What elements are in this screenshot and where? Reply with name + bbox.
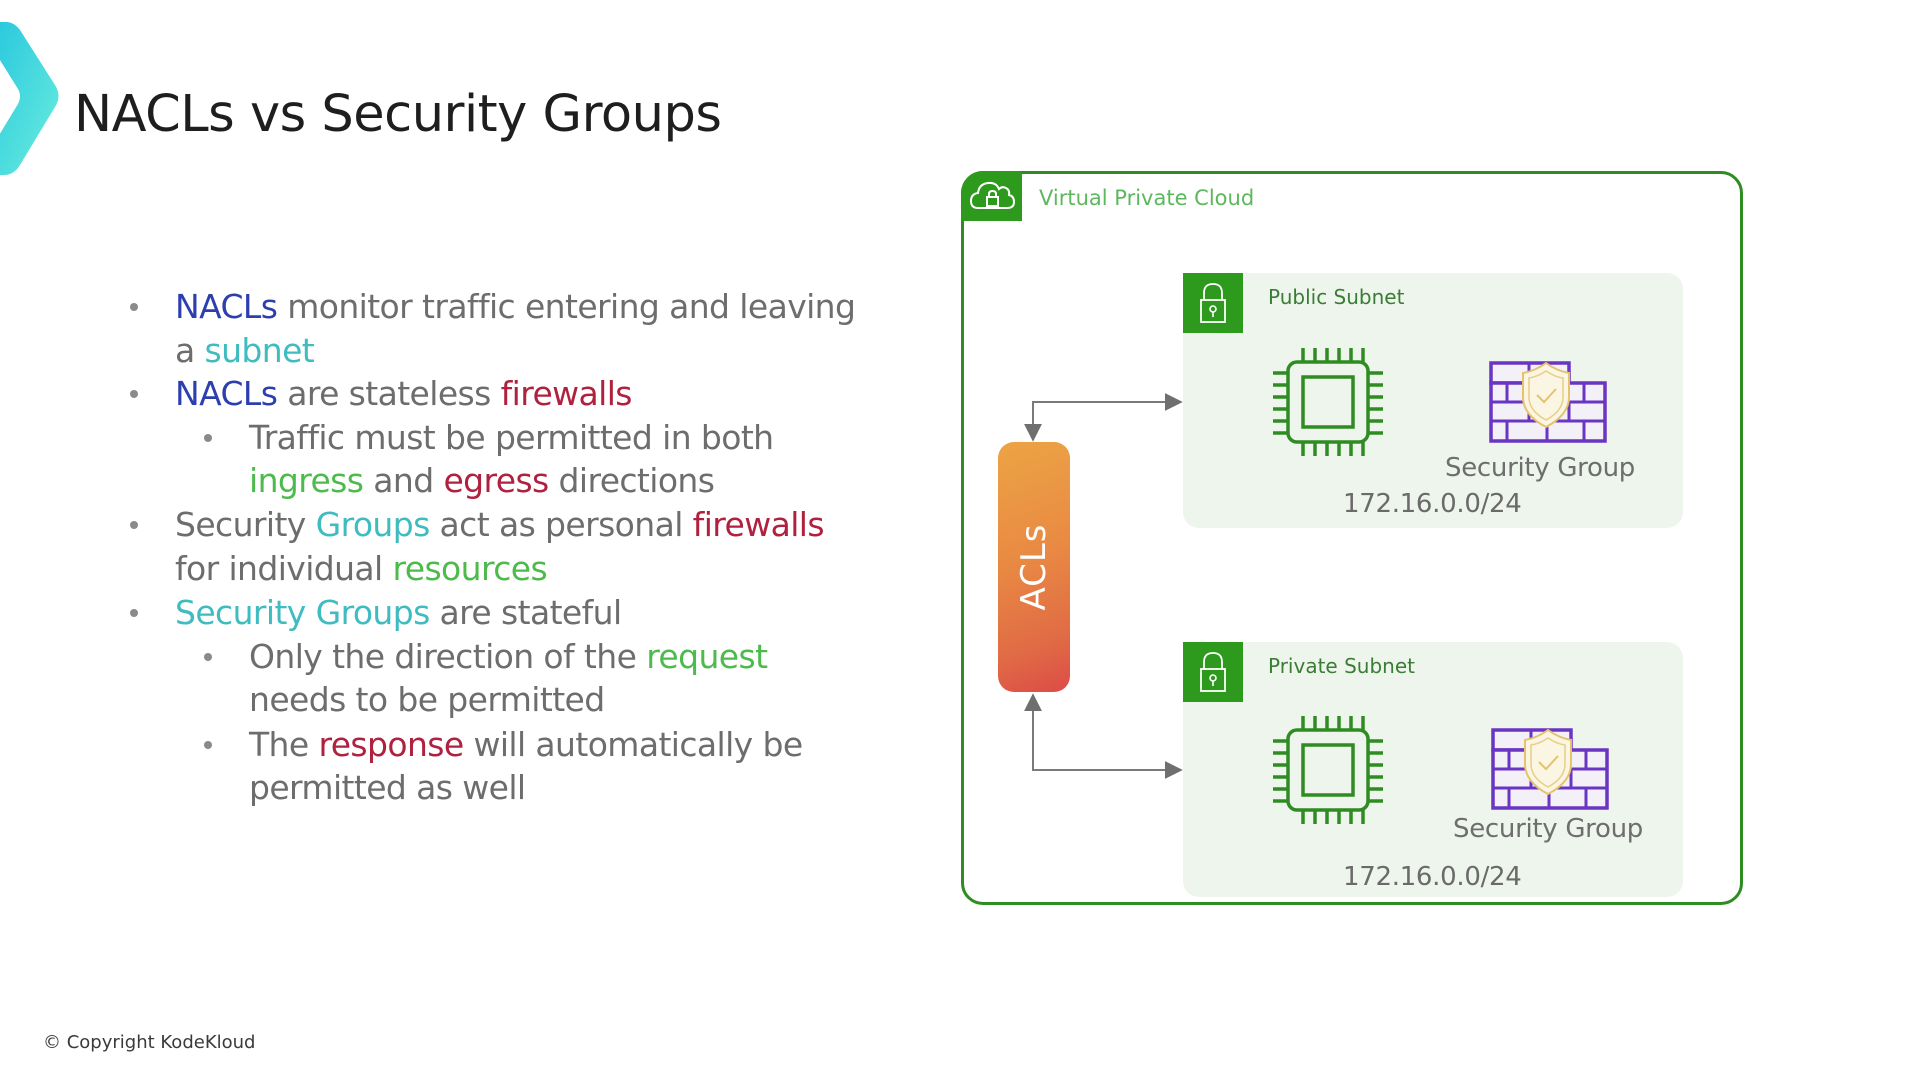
private-subnet-label: Private Subnet — [1268, 654, 1415, 678]
security-group-label: Security Group — [1445, 453, 1635, 483]
public-subnet: Public Subnet — [1183, 273, 1683, 528]
text-run-gray: monitor traffic entering and leaving — [277, 287, 856, 326]
text-run-gray: and — [363, 461, 444, 500]
subnet-cidr: 172.16.0.0/24 — [1343, 489, 1522, 519]
bullet-1-line-2: a subnet — [175, 329, 315, 373]
sub-bullet-dot — [204, 653, 212, 661]
text-run-gray: are stateless — [277, 374, 501, 413]
bullet-4-line-1: Security Groups are stateful — [175, 591, 622, 635]
firewall-shield-icon — [1491, 728, 1609, 810]
text-run-gray: Traffic must be permitted in both — [249, 418, 774, 457]
sub-bullet-2-1-line-2: ingress and egress directions — [249, 459, 715, 503]
text-run-blue: NACLs — [175, 287, 278, 326]
private-subnet: Private Subnet Securit — [1183, 642, 1683, 897]
text-run-teal: Security Groups — [175, 593, 430, 632]
text-run-red: firewalls — [692, 505, 825, 544]
sub-bullet-dot — [204, 741, 212, 749]
text-run-gray: directions — [548, 461, 715, 500]
sub-bullet-4-1-line-1: Only the direction of the request — [249, 635, 768, 679]
bullet-3-line-1: Security Groups act as personal firewall… — [175, 503, 825, 547]
text-run-gray: permitted as well — [249, 768, 526, 807]
text-run-gray: The — [249, 725, 319, 764]
sub-bullet-4-2-line-2: permitted as well — [249, 766, 526, 810]
subnet-cidr: 172.16.0.0/24 — [1343, 862, 1522, 892]
text-run-gray: are stateful — [429, 593, 623, 632]
vpc-label: Virtual Private Cloud — [1039, 186, 1255, 210]
text-run-teal: subnet — [204, 331, 315, 370]
bullet-dot — [130, 521, 138, 529]
acl-label: ACLs — [1014, 523, 1054, 611]
copyright-footer: © Copyright KodeKloud — [43, 1032, 256, 1053]
padlock-icon — [1183, 642, 1243, 702]
vpc-container: Virtual Private Cloud — [961, 171, 1743, 905]
slide-title: NACLs vs Security Groups — [74, 85, 722, 144]
text-run-blue: NACLs — [175, 374, 278, 413]
bullet-2-line-1: NACLs are stateless firewalls — [175, 372, 632, 416]
text-run-green: request — [646, 637, 768, 676]
text-run-red: egress — [443, 461, 549, 500]
bullet-1-line-1: NACLs monitor traffic entering and leavi… — [175, 285, 856, 329]
acl-box: ACLs — [998, 442, 1070, 692]
ec2-chip-icon — [1273, 348, 1383, 456]
text-run-teal: Groups — [315, 505, 431, 544]
bullet-dot — [130, 390, 138, 398]
sub-bullet-4-1-line-2: needs to be permitted — [249, 678, 605, 722]
text-run-green: resources — [392, 549, 548, 588]
sub-bullet-2-1-line-1: Traffic must be permitted in both — [249, 416, 774, 460]
cloud-lock-icon — [961, 171, 1022, 221]
sub-bullet-4-2-line-1: The response will automatically be — [249, 723, 803, 767]
security-group-label: Security Group — [1453, 814, 1643, 844]
sub-bullet-dot — [204, 434, 212, 442]
ec2-chip-icon — [1273, 716, 1383, 824]
bullet-dot — [130, 609, 138, 617]
text-run-gray: Security — [175, 505, 316, 544]
firewall-shield-icon — [1489, 361, 1607, 443]
text-run-gray: a — [175, 331, 205, 370]
text-run-gray: act as personal — [429, 505, 693, 544]
text-run-gray: needs to be permitted — [249, 680, 605, 719]
text-run-gray: will automatically be — [463, 725, 803, 764]
padlock-icon — [1183, 273, 1243, 333]
bullet-3-line-2: for individual resources — [175, 547, 548, 591]
text-run-green: ingress — [249, 461, 364, 500]
text-run-red: firewalls — [500, 374, 633, 413]
bullet-dot — [130, 303, 138, 311]
kodekloud-logo-icon — [0, 22, 59, 175]
text-run-gray: Only the direction of the — [249, 637, 647, 676]
public-subnet-label: Public Subnet — [1268, 285, 1405, 309]
text-run-red: response — [318, 725, 464, 764]
text-run-gray: for individual — [175, 549, 393, 588]
